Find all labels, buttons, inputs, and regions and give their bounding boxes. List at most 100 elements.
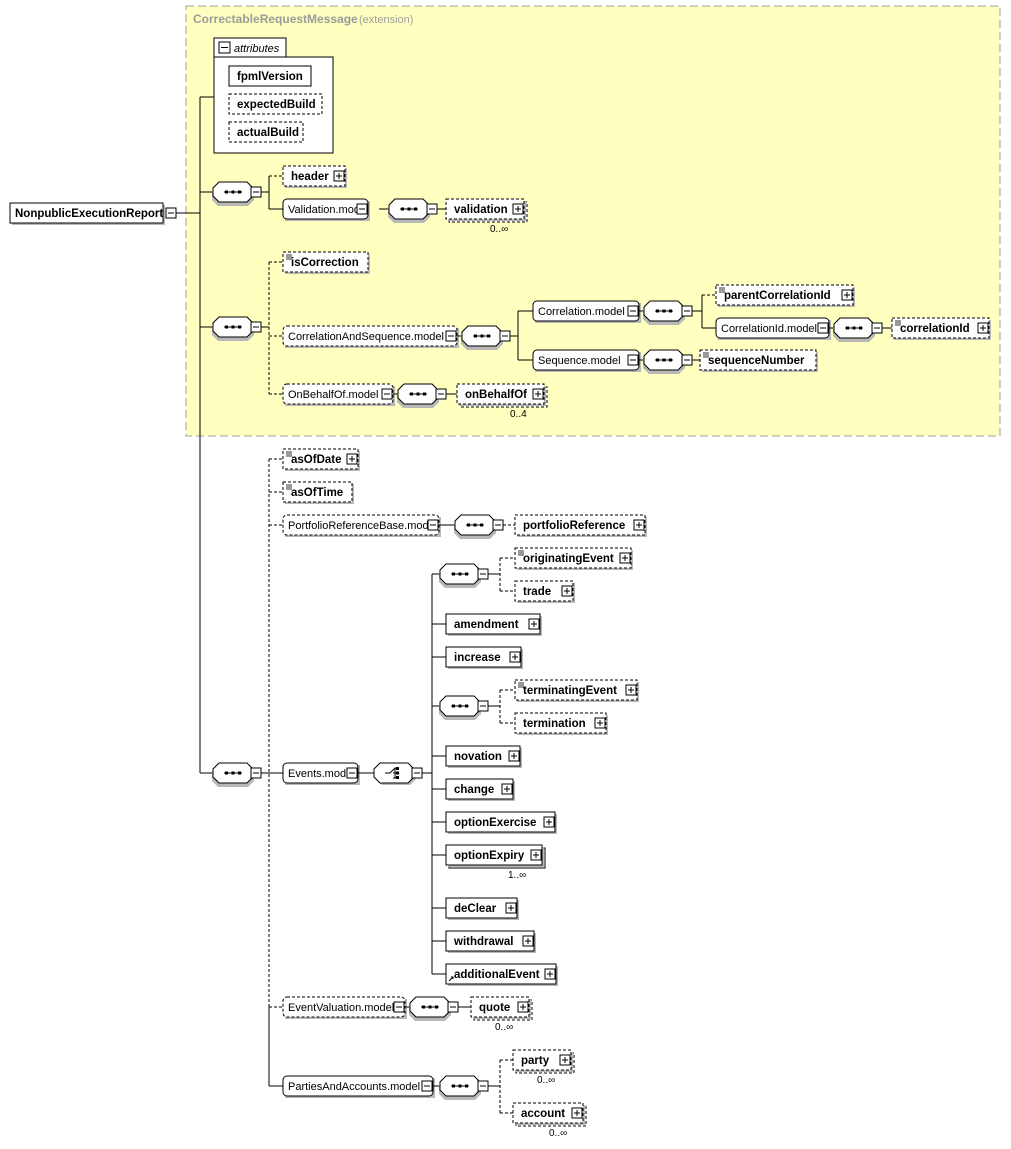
group-sequence-model-expand-icon[interactable] (627, 354, 639, 366)
element-novation[interactable]: novation (445, 745, 522, 768)
sequence-compositor-portfolio[interactable] (454, 514, 496, 539)
element-trade[interactable]: trade (514, 580, 575, 603)
group-events-model-expand-icon[interactable] (346, 767, 358, 779)
element-deClear-expand-icon[interactable] (505, 902, 517, 914)
element-amendment-expand-icon[interactable] (528, 618, 540, 630)
compositor-collapse-icon[interactable] (426, 203, 438, 215)
element-optionExpiry[interactable]: optionExpiry (445, 844, 546, 869)
root-element[interactable]: NonpublicExecutionReport (9, 202, 165, 225)
compositor-collapse-icon[interactable] (681, 354, 693, 366)
element-optionExercise[interactable]: optionExercise (445, 811, 557, 834)
group-validation-model[interactable]: Validation.model (282, 198, 370, 221)
sequence-compositor-valuation[interactable] (409, 996, 451, 1021)
element-onBehalfOf-expand-icon[interactable] (532, 388, 544, 400)
sequence-compositor-terminating[interactable] (439, 695, 481, 720)
element-increase[interactable]: increase (445, 646, 523, 669)
group-events-model[interactable]: Events.model (282, 762, 360, 785)
compositor-collapse-icon[interactable] (250, 767, 262, 779)
element-asOfTime[interactable]: asOfTime (282, 481, 354, 504)
sequence-compositor-correlation-sequence[interactable] (461, 325, 503, 350)
sequence-compositor-2[interactable] (212, 316, 254, 341)
element-asOfDate-expand-icon[interactable] (346, 453, 358, 465)
element-termination[interactable]: termination (514, 712, 608, 735)
element-isCorrection[interactable]: isCorrection (282, 251, 370, 274)
group-portfolio-reference-base-model[interactable]: PortfolioReferenceBase.model (282, 514, 441, 537)
element-portfolioReference[interactable]: portfolioReference (514, 514, 647, 537)
element-header[interactable]: header (282, 165, 347, 188)
element-withdrawal[interactable]: withdrawal (445, 930, 536, 953)
sequence-compositor-sequence[interactable] (643, 349, 685, 374)
compositor-collapse-icon[interactable] (477, 1080, 489, 1092)
sequence-compositor-validation[interactable] (388, 198, 430, 223)
compositor-collapse-icon[interactable] (447, 1001, 459, 1013)
compositor-collapse-icon[interactable] (477, 568, 489, 580)
group-correlation-model-expand-icon[interactable] (627, 305, 639, 317)
element-asOfDate[interactable]: asOfDate (282, 448, 360, 471)
element-additionalEvent-expand-icon[interactable] (544, 968, 556, 980)
group-onbehalfof-model[interactable]: OnBehalfOf.model (282, 383, 395, 406)
group-event-valuation-model[interactable]: EventValuation.model (282, 996, 407, 1019)
element-originatingEvent[interactable]: originatingEvent (514, 547, 633, 570)
compositor-collapse-icon[interactable] (435, 388, 447, 400)
element-increase-expand-icon[interactable] (509, 651, 521, 663)
element-header-expand-icon[interactable] (333, 170, 345, 182)
element-correlationId[interactable]: correlationId (891, 317, 991, 340)
element-correlationId-expand-icon[interactable] (977, 322, 989, 334)
group-parties-and-accounts-model[interactable]: PartiesAndAccounts.model (282, 1075, 435, 1098)
element-change-expand-icon[interactable] (501, 783, 513, 795)
sequence-compositor-3[interactable] (212, 762, 254, 787)
element-optionExpiry-expand-icon[interactable] (530, 849, 542, 861)
group-correlation-model[interactable]: Correlation.model (532, 300, 641, 323)
element-terminatingEvent-expand-icon[interactable] (625, 684, 637, 696)
element-withdrawal-expand-icon[interactable] (522, 935, 534, 947)
element-onBehalfOf[interactable]: onBehalfOf (456, 383, 548, 408)
group-validation-model-expand-icon[interactable] (356, 203, 368, 215)
element-deClear[interactable]: deClear (445, 897, 519, 920)
group-correlationid-model-expand-icon[interactable] (817, 322, 829, 334)
element-sequenceNumber[interactable]: sequenceNumber (699, 349, 818, 372)
element-parentCorrelationId[interactable]: parentCorrelationId (715, 284, 855, 307)
element-account-expand-icon[interactable] (571, 1107, 583, 1119)
compositor-collapse-icon[interactable] (477, 700, 489, 712)
sequence-compositor-1[interactable] (212, 181, 254, 206)
sequence-compositor-parties[interactable] (439, 1075, 481, 1100)
group-correlation-and-sequence-model[interactable]: CorrelationAndSequence.model (282, 325, 459, 348)
group-portfolio-reference-base-model-expand-icon[interactable] (427, 519, 439, 531)
element-optionExercise-expand-icon[interactable] (543, 816, 555, 828)
element-validation[interactable]: validation (445, 198, 528, 223)
attribute-fpmlVersion[interactable]: fpmlVersion (228, 65, 312, 87)
attributes-collapse-icon[interactable] (218, 41, 231, 54)
group-correlationid-model[interactable]: CorrelationId.model (715, 317, 831, 340)
compositor-collapse-icon[interactable] (681, 305, 693, 317)
sequence-compositor-onbehalfof[interactable] (397, 383, 439, 408)
sequence-compositor-correlationid[interactable] (833, 317, 875, 342)
sequence-compositor-correlation[interactable] (643, 300, 685, 325)
group-onbehalfof-model-expand-icon[interactable] (381, 388, 393, 400)
root-collapse-icon[interactable] (165, 207, 177, 219)
element-parentCorrelationId-expand-icon[interactable] (841, 289, 853, 301)
element-quote-expand-icon[interactable] (517, 1001, 529, 1013)
element-party-expand-icon[interactable] (559, 1054, 571, 1066)
choice-compositor[interactable] (373, 762, 416, 785)
element-terminatingEvent[interactable]: terminatingEvent (514, 679, 639, 702)
element-termination-expand-icon[interactable] (594, 717, 606, 729)
group-event-valuation-model-expand-icon[interactable] (393, 1001, 405, 1013)
element-change[interactable]: change (445, 778, 515, 801)
element-additionalEvent[interactable]: additionalEvent (445, 963, 558, 986)
element-portfolioReference-expand-icon[interactable] (633, 519, 645, 531)
group-parties-and-accounts-model-expand-icon[interactable] (421, 1080, 433, 1092)
compositor-collapse-icon[interactable] (871, 322, 883, 334)
element-validation-expand-icon[interactable] (512, 203, 524, 215)
element-originatingEvent-expand-icon[interactable] (619, 552, 631, 564)
compositor-collapse-icon[interactable] (250, 321, 262, 333)
attribute-expectedBuild[interactable]: expectedBuild (228, 93, 323, 115)
group-sequence-model[interactable]: Sequence.model (532, 349, 641, 372)
element-amendment[interactable]: amendment (445, 613, 542, 636)
compositor-collapse-icon[interactable] (250, 186, 262, 198)
compositor-collapse-icon[interactable] (499, 330, 511, 342)
attribute-actualBuild[interactable]: actualBuild (228, 121, 304, 143)
sequence-compositor-originating[interactable] (439, 563, 481, 588)
element-trade-expand-icon[interactable] (561, 585, 573, 597)
element-account[interactable]: account (512, 1102, 587, 1127)
element-novation-expand-icon[interactable] (508, 750, 520, 762)
